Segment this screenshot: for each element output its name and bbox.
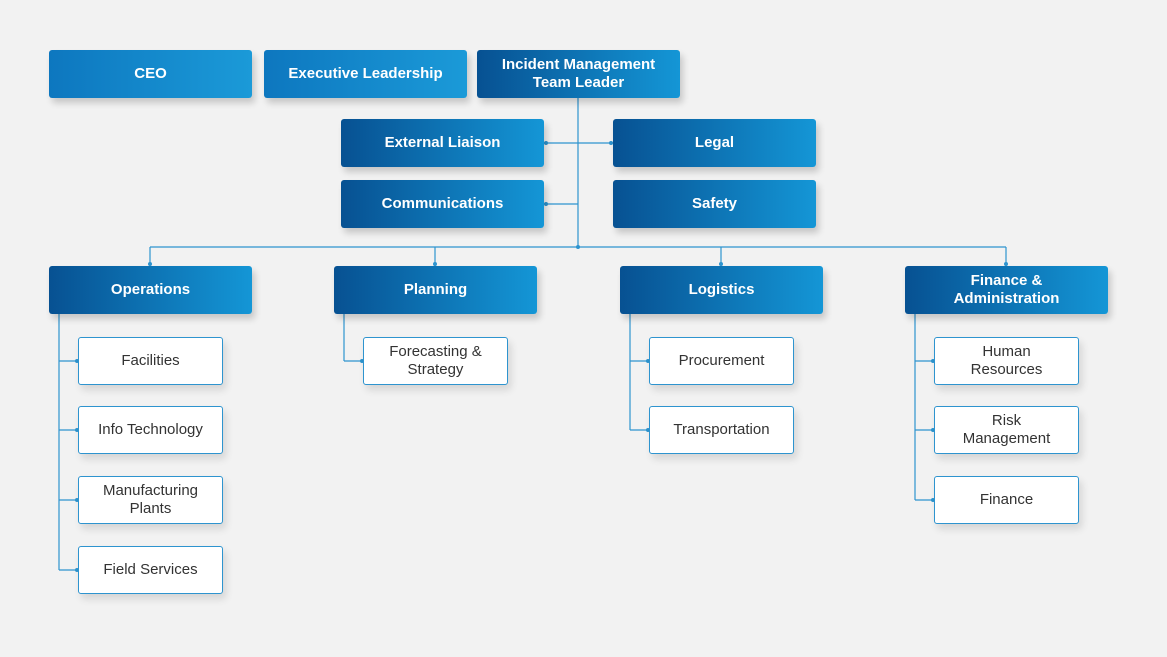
child-label: Risk Management	[962, 412, 1051, 447]
team-leader-box: Incident Management Team Leader	[477, 50, 680, 98]
child-risk-management: Risk Management	[934, 406, 1079, 454]
child-human-resources: Human Resources	[934, 337, 1079, 385]
external-liaison-label: External Liaison	[384, 134, 501, 151]
section-operations: Operations	[49, 266, 252, 314]
connector-dot	[148, 262, 152, 266]
child-facilities: Facilities	[78, 337, 223, 385]
connector-dot	[544, 202, 548, 206]
section-title: Finance & Administration	[953, 272, 1060, 307]
child-manufacturing-plants: Manufacturing Plants	[78, 476, 223, 524]
child-label: Procurement	[678, 352, 765, 369]
connector-dot	[609, 141, 613, 145]
legal-label: Legal	[694, 134, 735, 151]
section-finance-administration: Finance & Administration	[905, 266, 1108, 314]
child-transportation: Transportation	[649, 406, 794, 454]
connector-dot	[544, 141, 548, 145]
section-title: Operations	[110, 281, 191, 298]
child-label: Transportation	[673, 421, 770, 438]
executive-leadership-label: Executive Leadership	[288, 65, 443, 82]
child-forecasting-strategy: Forecasting & Strategy	[363, 337, 508, 385]
safety-label: Safety	[691, 195, 738, 212]
child-procurement: Procurement	[649, 337, 794, 385]
section-planning: Planning	[334, 266, 537, 314]
communications-box: Communications	[341, 180, 544, 228]
ceo-label: CEO	[134, 65, 167, 82]
connector-dot	[576, 245, 580, 249]
child-label: Facilities	[121, 352, 180, 369]
child-info-technology: Info Technology	[78, 406, 223, 454]
connector-dot	[433, 262, 437, 266]
ceo-box: CEO	[49, 50, 252, 98]
section-title: Logistics	[688, 281, 755, 298]
child-label: Human Resources	[970, 343, 1043, 378]
safety-box: Safety	[613, 180, 816, 228]
team-leader-label: Incident Management Team Leader	[501, 56, 656, 91]
child-label: Info Technology	[98, 421, 203, 438]
executive-leadership-box: Executive Leadership	[264, 50, 467, 98]
section-title: Planning	[403, 281, 468, 298]
legal-box: Legal	[613, 119, 816, 167]
child-label: Finance	[979, 491, 1034, 508]
child-label: Manufacturing Plants	[102, 482, 199, 517]
external-liaison-box: External Liaison	[341, 119, 544, 167]
child-label: Forecasting & Strategy	[389, 343, 482, 378]
connector-dot	[1004, 262, 1008, 266]
communications-label: Communications	[381, 195, 504, 212]
child-field-services: Field Services	[78, 546, 223, 594]
child-label: Field Services	[103, 561, 198, 578]
child-finance: Finance	[934, 476, 1079, 524]
section-logistics: Logistics	[620, 266, 823, 314]
connector-dot	[719, 262, 723, 266]
